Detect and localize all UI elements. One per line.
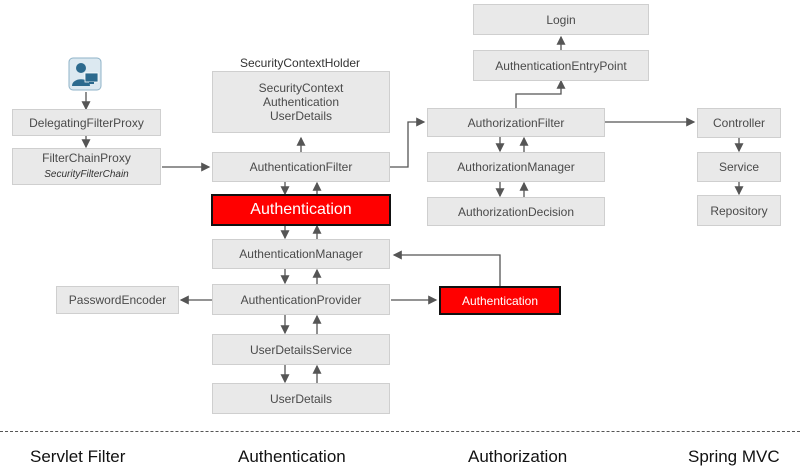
user-details-label: UserDetails (269, 391, 332, 406)
authentication-provider-box: AuthenticationProvider (212, 284, 390, 315)
user-details-service-box: UserDetailsService (212, 334, 390, 365)
authentication-result-box: Authentication (439, 286, 561, 315)
delegating-filter-proxy-box: DelegatingFilterProxy (12, 109, 161, 136)
security-filter-chain-label: SecurityFilterChain (44, 169, 129, 180)
arrow-authzfilter-to-entrypoint (515, 79, 566, 108)
user-details-service-label: UserDetailsService (249, 342, 353, 357)
controller-label: Controller (712, 116, 766, 130)
authentication-token-box: Authentication (211, 194, 391, 226)
authorization-filter-label: AuthorizationFilter (467, 115, 565, 130)
authentication-manager-box: AuthenticationManager (212, 239, 390, 269)
repository-label: Repository (710, 203, 768, 218)
authentication-token-label: Authentication (250, 201, 352, 218)
authentication-filter-label: AuthenticationFilter (249, 160, 353, 174)
arrow-result-to-manager (392, 250, 501, 286)
authorization-manager-label: AuthorizationManager (457, 160, 575, 174)
section-divider (0, 431, 800, 432)
section-spring-mvc: Spring MVC (688, 447, 780, 466)
security-context-line: SecurityContext (258, 81, 344, 95)
security-context-box: SecurityContext Authentication UserDetai… (212, 71, 390, 133)
login-box: Login (473, 4, 649, 35)
authentication-entry-point-box: AuthenticationEntryPoint (473, 50, 649, 81)
authorization-filter-box: AuthorizationFilter (427, 108, 605, 137)
authentication-entry-point-label: AuthenticationEntryPoint (495, 58, 627, 73)
authentication-provider-label: AuthenticationProvider (240, 292, 362, 307)
controller-box: Controller (697, 108, 781, 138)
user-at-computer-icon (68, 57, 102, 91)
authentication-manager-label: AuthenticationManager (239, 247, 363, 261)
section-authentication: Authentication (238, 447, 346, 466)
login-label: Login (546, 12, 576, 27)
filter-chain-proxy-label: FilterChainProxy (42, 151, 131, 165)
password-encoder-box: PasswordEncoder (56, 286, 179, 314)
authorization-manager-box: AuthorizationManager (427, 152, 605, 182)
filter-chain-proxy-box: FilterChainProxy SecurityFilterChain (12, 148, 161, 185)
section-authorization: Authorization (468, 447, 568, 466)
arrow-authfilter-to-authzfilter (390, 117, 426, 168)
security-context-userdetails-line: UserDetails (269, 109, 332, 123)
authorization-decision-box: AuthorizationDecision (427, 197, 605, 226)
service-box: Service (697, 152, 781, 182)
user-details-box: UserDetails (212, 383, 390, 414)
delegating-filter-proxy-label: DelegatingFilterProxy (29, 115, 144, 130)
section-servlet-filter: Servlet Filter (30, 447, 126, 466)
security-context-authentication-line: Authentication (262, 95, 340, 109)
authentication-filter-box: AuthenticationFilter (212, 152, 390, 182)
password-encoder-label: PasswordEncoder (68, 293, 167, 307)
authentication-result-label: Authentication (461, 293, 539, 308)
authorization-decision-label: AuthorizationDecision (457, 204, 575, 219)
service-label: Service (718, 160, 759, 174)
security-context-holder-label: SecurityContextHolder (240, 56, 361, 70)
repository-box: Repository (697, 195, 781, 226)
